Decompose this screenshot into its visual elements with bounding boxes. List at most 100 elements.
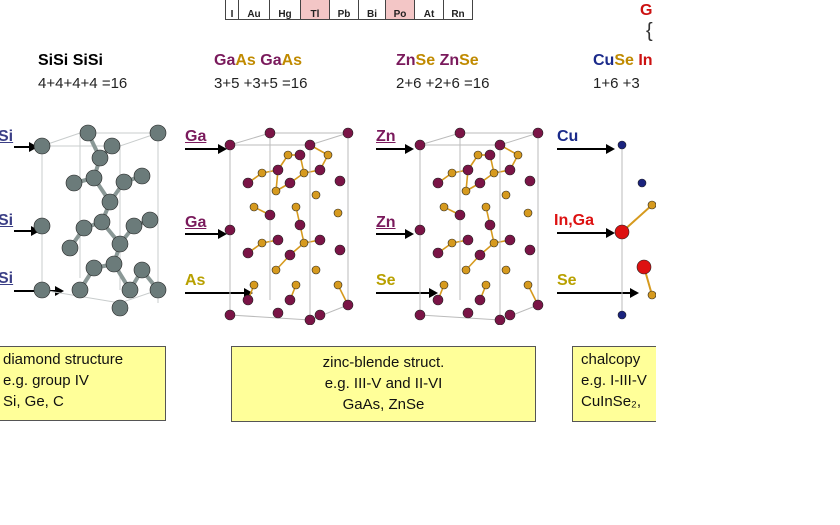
as-atom [333, 280, 343, 290]
ga-atom [242, 177, 254, 189]
as-atom [257, 238, 267, 248]
zn-atom [494, 314, 506, 325]
ptable-cell: Hg [269, 0, 301, 20]
cu-atom [617, 310, 627, 320]
si-atom [141, 211, 159, 229]
si-atom [149, 281, 167, 299]
label-cu: Cu [557, 128, 579, 145]
zn-atom [504, 234, 516, 246]
ga-atom [342, 127, 354, 139]
se-atom [447, 238, 457, 248]
si-atom [33, 137, 51, 155]
formula-part: As [281, 52, 303, 69]
arrow-icon [185, 288, 253, 298]
ga-atom [334, 244, 346, 256]
label-si-bot: Si [0, 270, 14, 287]
diamond-structure-diagram [33, 124, 167, 317]
as-atom [249, 280, 259, 290]
ga-atom [342, 299, 354, 311]
se-atom [523, 208, 533, 218]
sum-cuse: 1+6 +3 [593, 75, 640, 92]
si-atom [111, 299, 129, 317]
zn-atom [532, 299, 544, 311]
as-atom [323, 150, 333, 160]
ptable-cell: Au [238, 0, 270, 20]
ga-atom [284, 177, 296, 189]
formula-part: Se [614, 52, 634, 69]
zn-atom [462, 307, 474, 319]
ga-atom [294, 149, 306, 161]
ptable-cell: I [225, 0, 239, 20]
formula-part: Se [459, 52, 479, 69]
formula-gaas: GaAs GaAs [214, 52, 302, 70]
info-line: e.g. III-V and II-VI [324, 375, 443, 392]
ga-atom [314, 309, 326, 321]
zinc-blende-znse-diagram [414, 127, 544, 325]
si-atom [149, 124, 167, 142]
arrow-icon [376, 288, 438, 298]
label-ga-top: Ga [185, 128, 207, 145]
ga-atom [224, 139, 236, 151]
si-atom [91, 149, 109, 167]
label-as: As [185, 272, 206, 289]
info-line: diamond structure [3, 351, 124, 368]
info-box-zinc-blende: zinc-blende struct. e.g. III-V and II-VI… [231, 346, 536, 422]
info-line: chalcopy [581, 351, 641, 368]
formula-part: Cu [593, 52, 615, 69]
arrow-icon [557, 144, 615, 154]
ptable-cell: Bi [358, 0, 386, 20]
corner-label: G [640, 2, 653, 19]
ptable-cell: Pb [329, 0, 359, 20]
zn-atom [474, 294, 486, 306]
si-atom [103, 137, 121, 155]
formula-si: SiSi SiSi [38, 52, 103, 70]
zn-atom [432, 177, 444, 189]
si-atom [71, 281, 89, 299]
formula-part: Zn [439, 52, 460, 69]
as-atom [271, 186, 281, 196]
label-se-chalco: Se [557, 272, 577, 289]
formula-part: Ga [214, 52, 236, 69]
as-atom [311, 190, 321, 200]
ga-atom [272, 234, 284, 246]
ptable-cell: At [414, 0, 444, 20]
zn-atom [414, 139, 426, 151]
formula-part: Si [87, 52, 103, 69]
zn-atom [432, 247, 444, 259]
si-atom [101, 193, 119, 211]
si-atom [105, 255, 123, 273]
formula-part: Se [415, 52, 436, 69]
ga-atom [314, 164, 326, 176]
se-atom [473, 150, 483, 160]
ga-atom [304, 314, 316, 325]
ga-atom [294, 219, 306, 231]
formula-cuse: CuSe In [593, 52, 653, 70]
zn-atom [454, 209, 466, 221]
formula-part: Zn [396, 52, 416, 69]
si-atom [33, 281, 51, 299]
si-atom [121, 281, 139, 299]
si-atom [133, 167, 151, 185]
si-atom [125, 217, 143, 235]
label-in-ga: In,Ga [554, 212, 595, 229]
label-ga-mid: Ga [185, 214, 207, 231]
ga-atom [224, 224, 236, 236]
arrow-icon [185, 229, 227, 239]
ga-atom [272, 164, 284, 176]
ga-atom [264, 127, 276, 139]
info-line: zinc-blende struct. [322, 354, 445, 371]
se-atom [489, 238, 499, 248]
se-atom [523, 280, 533, 290]
zn-atom [462, 234, 474, 246]
ga-atom [284, 294, 296, 306]
zinc-blende-gaas-diagram [224, 127, 354, 325]
ga-atom [284, 249, 296, 261]
label-se: Se [376, 272, 396, 289]
ga-atom [264, 209, 276, 221]
arrow-icon [14, 142, 38, 152]
zn-atom [414, 309, 426, 321]
in-atom [636, 259, 652, 275]
formula-part: Si [72, 52, 88, 69]
si-atom [93, 213, 111, 231]
si-atom [65, 174, 83, 192]
